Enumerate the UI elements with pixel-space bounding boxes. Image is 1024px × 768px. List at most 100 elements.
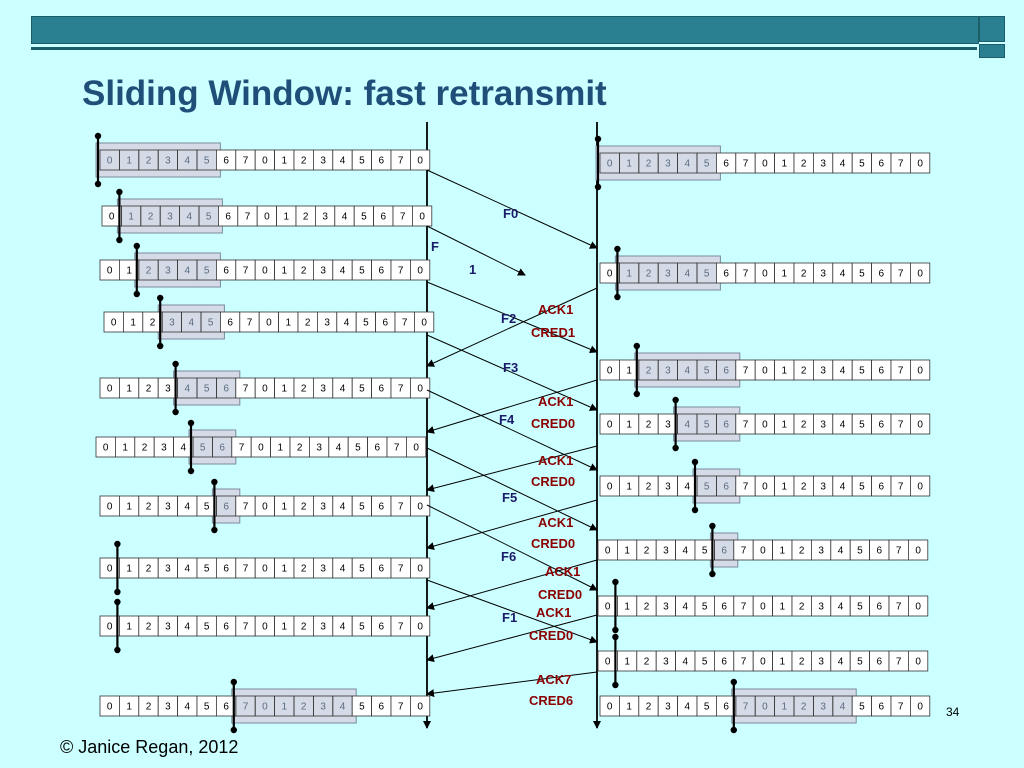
sequence-number: 3 bbox=[320, 564, 326, 575]
sequence-number: 4 bbox=[685, 482, 691, 493]
sequence-number: 7 bbox=[398, 622, 404, 633]
sequence-number: 7 bbox=[247, 318, 253, 329]
sequence-number: 0 bbox=[417, 622, 423, 633]
sequence-number: 6 bbox=[223, 156, 229, 167]
cred-label: CRED0 bbox=[529, 628, 573, 643]
sequence-number: 0 bbox=[109, 212, 115, 223]
sequence-number: 3 bbox=[322, 212, 328, 223]
sequence-number: 0 bbox=[262, 702, 268, 713]
pointer-dot bbox=[157, 294, 164, 302]
sequence-number: 1 bbox=[130, 318, 136, 329]
sequence-number: 3 bbox=[165, 502, 171, 513]
sequence-number: 3 bbox=[165, 622, 171, 633]
sequence-number: 0 bbox=[762, 159, 768, 170]
sequence-number: 3 bbox=[818, 546, 824, 557]
sequence-number: 2 bbox=[303, 212, 309, 223]
sequence-number: 1 bbox=[626, 159, 632, 170]
sequence-number: 6 bbox=[721, 657, 727, 668]
sequence-number: 4 bbox=[840, 420, 846, 431]
sequence-number: 4 bbox=[685, 420, 691, 431]
sequence-number: 2 bbox=[301, 266, 307, 277]
sequence-cell bbox=[908, 595, 929, 617]
cred-label: CRED0 bbox=[531, 474, 575, 489]
sequence-number: 0 bbox=[917, 420, 923, 431]
sequence-number: 6 bbox=[879, 366, 885, 377]
sequence-number: 5 bbox=[859, 482, 865, 493]
sequence-number: 5 bbox=[859, 366, 865, 377]
sequence-number: 2 bbox=[801, 269, 807, 280]
sequence-number: 0 bbox=[760, 602, 766, 613]
sequence-number: 0 bbox=[417, 384, 423, 395]
pointer-dot bbox=[612, 626, 619, 634]
pointer-dot bbox=[612, 681, 619, 689]
frame-label: F bbox=[431, 239, 439, 254]
sliding-window-box bbox=[116, 198, 223, 234]
sequence-number: 1 bbox=[626, 482, 632, 493]
sequence-number: 2 bbox=[799, 602, 805, 613]
sequence-number: 7 bbox=[898, 269, 904, 280]
pointer-dot bbox=[172, 408, 179, 416]
message-arrow bbox=[426, 169, 598, 249]
sequence-number: 4 bbox=[187, 212, 193, 223]
sequence-number: 1 bbox=[122, 443, 128, 454]
pointer-dot bbox=[691, 506, 699, 514]
sequence-number: 5 bbox=[359, 564, 365, 575]
sequence-number: 7 bbox=[743, 366, 749, 377]
sequence-number: 2 bbox=[799, 657, 805, 668]
message-arrow bbox=[426, 379, 598, 434]
sequence-number: 7 bbox=[398, 156, 404, 167]
corner-decor-square-small bbox=[979, 44, 1005, 58]
sequence-number: 6 bbox=[877, 546, 883, 557]
sequence-number: 3 bbox=[820, 366, 826, 377]
sequence-number: 5 bbox=[206, 212, 212, 223]
sequence-number: 7 bbox=[743, 269, 749, 280]
cred-label: CRED0 bbox=[531, 536, 575, 551]
sequence-number: 4 bbox=[683, 546, 689, 557]
sequence-number: 7 bbox=[743, 159, 749, 170]
sequence-number: 5 bbox=[204, 156, 210, 167]
sequence-number: 7 bbox=[243, 564, 249, 575]
ack-label: ACK1 bbox=[538, 515, 573, 530]
sequence-cell bbox=[910, 475, 931, 497]
sequence-number: 4 bbox=[840, 482, 846, 493]
sequence-number: 4 bbox=[685, 269, 691, 280]
sequence-number: 1 bbox=[780, 546, 786, 557]
sequence-cell bbox=[411, 205, 433, 227]
sequence-number: 0 bbox=[262, 266, 268, 277]
sequence-number: 1 bbox=[624, 657, 630, 668]
sequence-number: 4 bbox=[185, 564, 191, 575]
sequence-number: 3 bbox=[316, 443, 322, 454]
sequence-number: 2 bbox=[646, 366, 652, 377]
sequence-number: 7 bbox=[243, 384, 249, 395]
sequence-number: 4 bbox=[185, 702, 191, 713]
sequence-number: 5 bbox=[857, 546, 863, 557]
sequence-number: 0 bbox=[760, 546, 766, 557]
sequence-number: 2 bbox=[150, 318, 156, 329]
sequence-number: 0 bbox=[103, 443, 109, 454]
sequence-number: 1 bbox=[126, 622, 132, 633]
sequence-number: 5 bbox=[859, 269, 865, 280]
sequence-number: 3 bbox=[165, 702, 171, 713]
sequence-number: 6 bbox=[379, 502, 385, 513]
sequence-number: 4 bbox=[685, 366, 691, 377]
sequence-number: 0 bbox=[607, 482, 613, 493]
sequence-number: 5 bbox=[857, 602, 863, 613]
sequence-number: 5 bbox=[702, 546, 708, 557]
message-arrow bbox=[426, 559, 598, 610]
sequence-number: 7 bbox=[398, 266, 404, 277]
sequence-number: 3 bbox=[665, 269, 671, 280]
sequence-number: 5 bbox=[704, 159, 710, 170]
sequence-number: 0 bbox=[413, 443, 419, 454]
sequence-number: 7 bbox=[896, 602, 902, 613]
sequence-number: 0 bbox=[762, 366, 768, 377]
sequence-number: 2 bbox=[146, 622, 152, 633]
ack-label: ACK1 bbox=[538, 302, 573, 317]
sequence-number: 5 bbox=[359, 622, 365, 633]
